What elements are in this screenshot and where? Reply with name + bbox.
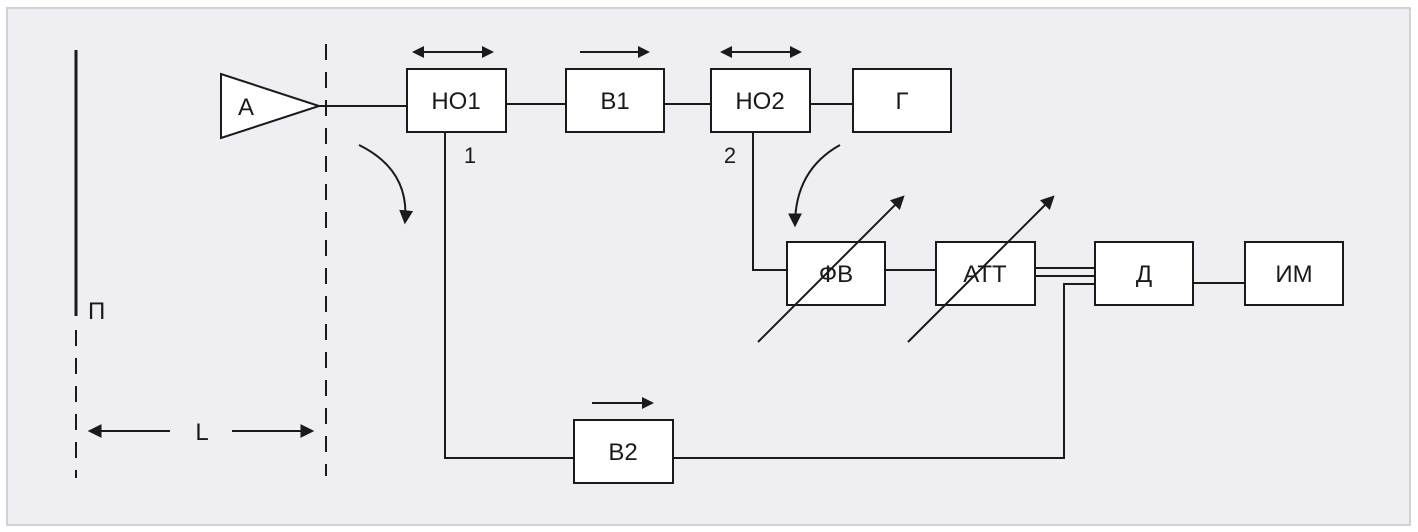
block-g xyxy=(852,68,952,133)
wire-v2-d xyxy=(673,283,1095,459)
block-v2-label: В2 xyxy=(608,439,637,466)
curved-arrow-antenna xyxy=(358,144,414,225)
background-panel xyxy=(6,7,1411,526)
block-v2 xyxy=(573,419,674,484)
block-fv xyxy=(786,241,886,306)
block-d-label: Д xyxy=(1136,261,1152,288)
block-g-label: Г xyxy=(896,88,909,115)
block-ho1-label: НО1 xyxy=(431,88,480,115)
block-d xyxy=(1094,241,1194,306)
distance-label: L xyxy=(195,419,208,446)
antenna-triangle xyxy=(220,72,323,140)
port-2-label: 2 xyxy=(724,143,736,168)
block-im xyxy=(1244,241,1344,306)
block-att xyxy=(935,241,1036,306)
block-ho1 xyxy=(406,68,507,133)
block-ho2-label: НО2 xyxy=(735,88,784,115)
wire-ho2-fv xyxy=(752,132,787,271)
adjust-arrow-fv xyxy=(757,195,905,343)
antenna-label: А xyxy=(238,94,254,121)
port-1-label: 1 xyxy=(464,143,476,168)
block-v1-label: В1 xyxy=(600,88,629,115)
curved-arrow-generator xyxy=(788,144,841,228)
block-ho2 xyxy=(710,68,811,133)
block-im-label: ИМ xyxy=(1275,261,1312,288)
adjust-arrow-att xyxy=(907,195,1055,343)
plane-label: П xyxy=(88,298,105,325)
wire-ho1-v2 xyxy=(444,132,574,459)
block-v1 xyxy=(565,68,665,133)
